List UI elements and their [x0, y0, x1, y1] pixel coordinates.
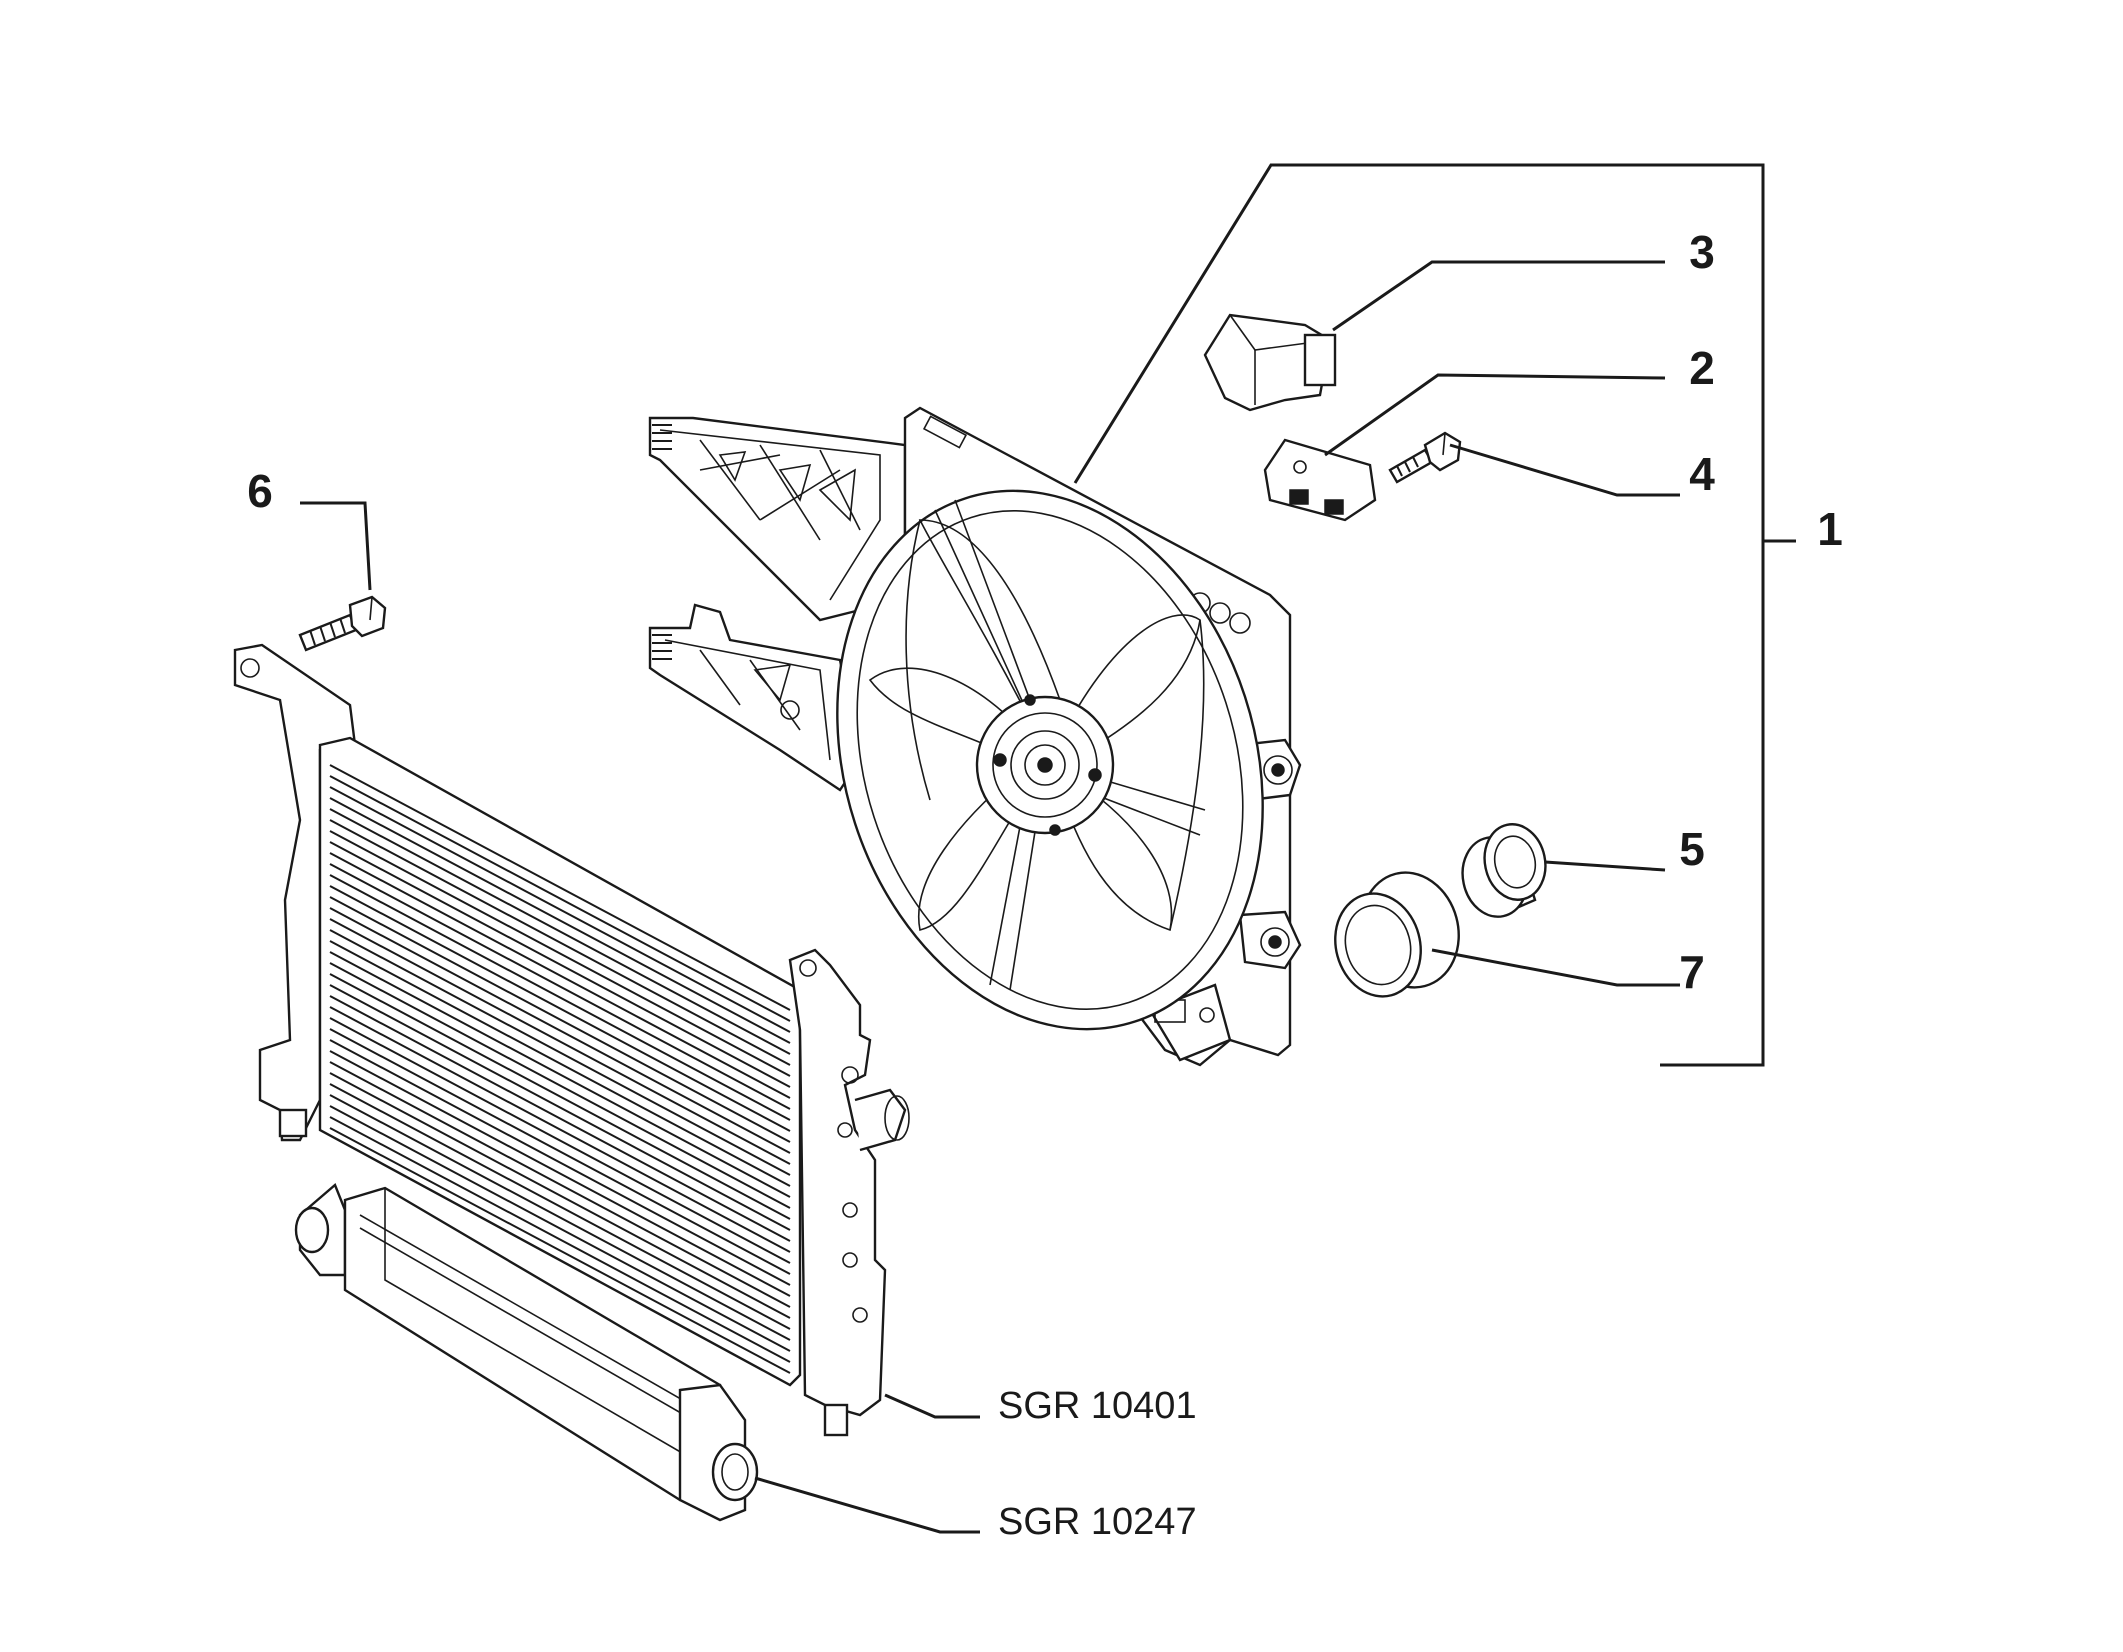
connector-part-3[interactable] — [1203, 313, 1337, 412]
callout-5: 5 — [1679, 823, 1705, 875]
bush-part-5[interactable] — [1455, 819, 1552, 923]
callout-4: 4 — [1689, 448, 1715, 500]
resistor-bracket-part-2[interactable] — [1263, 438, 1377, 522]
reference-intercooler[interactable]: SGR 10247 — [998, 1501, 1197, 1543]
mount-cap-part-7[interactable] — [1324, 862, 1471, 1007]
intercooler[interactable] — [294, 1182, 759, 1522]
leader-lines — [300, 260, 1680, 1534]
assembly-bracket — [1073, 163, 1796, 1067]
callout-1: 1 — [1817, 503, 1843, 555]
fan-shroud-assembly[interactable] — [648, 406, 1330, 1085]
bolt-part-6[interactable] — [298, 595, 387, 652]
reference-radiator[interactable]: SGR 10401 — [998, 1385, 1197, 1427]
callout-7: 7 — [1679, 946, 1705, 998]
bolt-part-4[interactable] — [1388, 431, 1462, 484]
callout-6: 6 — [247, 465, 273, 517]
radiator[interactable] — [233, 643, 910, 1437]
callout-3: 3 — [1689, 226, 1715, 278]
callout-2: 2 — [1689, 342, 1715, 394]
